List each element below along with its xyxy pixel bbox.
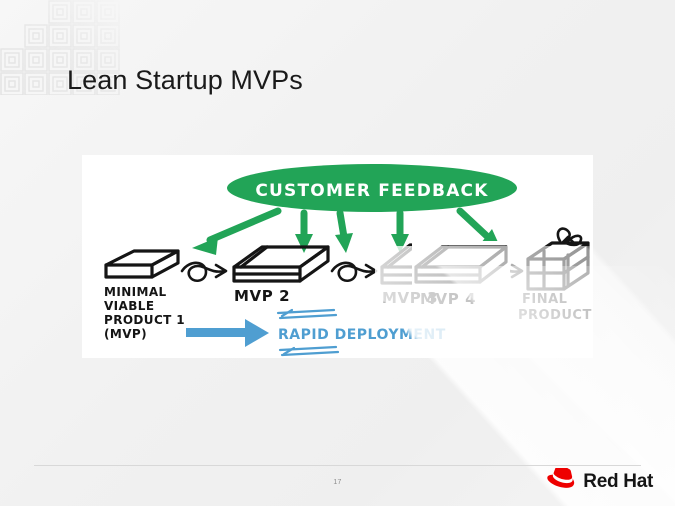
redhat-logo: Red Hat — [547, 465, 653, 496]
svg-text:PRODUCT: PRODUCT — [518, 308, 592, 323]
page-number: 17 — [333, 479, 342, 486]
page-title: Lean Startup MVPs — [67, 65, 303, 95]
svg-text:MINIMAL: MINIMAL — [104, 285, 167, 299]
svg-text:VIABLE: VIABLE — [104, 299, 154, 313]
feedback-arrow-3 — [391, 209, 409, 253]
stage-icon-flat-box — [104, 249, 180, 279]
feedback-arrow-1 — [192, 207, 282, 255]
svg-text:PRODUCT 1: PRODUCT 1 — [104, 313, 185, 327]
deployment-stroke-bottom — [278, 345, 340, 357]
customer-feedback-label: CUSTOMER FEEDBACK — [255, 181, 488, 201]
feedback-arrow-2 — [295, 209, 313, 253]
deployment-stroke-top — [276, 308, 338, 320]
rapid-deployment-arrow — [186, 319, 269, 347]
rapid-deployment-label: RAPID DEPLOYMENT — [278, 327, 446, 343]
stage-label-1: MINIMAL VIABLE PRODUCT 1 (MVP) — [104, 285, 185, 341]
redhat-hat-icon — [547, 465, 577, 495]
footer-divider — [34, 465, 641, 466]
customer-feedback-bubble: CUSTOMER FEEDBACK — [227, 164, 517, 212]
connector-arrow-1 — [180, 261, 228, 282]
svg-text:FINAL: FINAL — [522, 292, 567, 307]
svg-text:(MVP): (MVP) — [104, 327, 147, 341]
stage-label-2: MVP 2 — [234, 287, 290, 305]
stage-label-3: MVP 3 — [382, 289, 438, 307]
stage-icon-stacked-box-2 — [232, 245, 330, 283]
feedback-arrow-4 — [335, 209, 353, 253]
lean-startup-mvp-diagram: .ink { fill:none; stroke:#151515; stroke… — [82, 155, 593, 358]
redhat-wordmark: Red Hat — [583, 470, 653, 492]
